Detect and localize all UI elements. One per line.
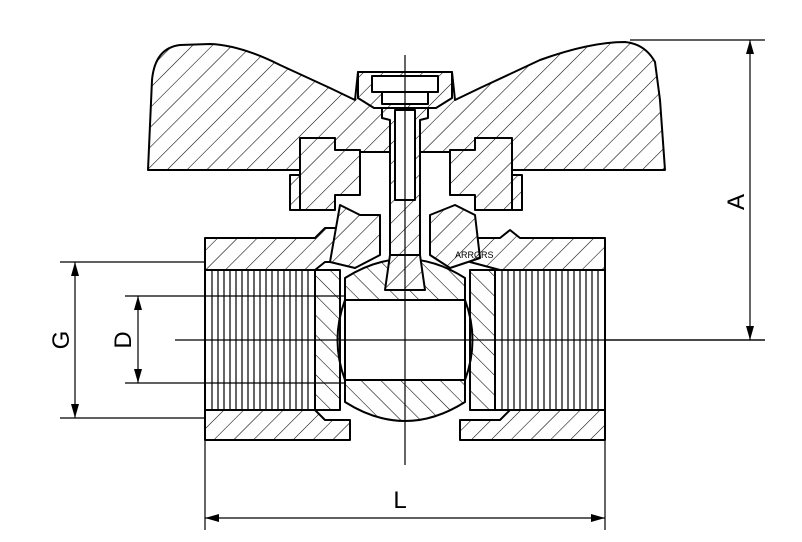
dimension-g-label: G [48, 331, 75, 350]
valve-body [204, 204, 606, 441]
dimension-d-label: D [110, 331, 137, 348]
dimension-g: G [48, 261, 205, 419]
valve-bonnet [289, 137, 523, 211]
dimension-l-label: L [393, 487, 406, 514]
dimension-d: D [110, 295, 345, 384]
dimension-l: L [204, 440, 606, 530]
ball-seats [314, 269, 496, 411]
body-marking: ARRORS [455, 250, 494, 260]
dimension-a: A [605, 39, 765, 341]
dimension-a-label: A [723, 194, 750, 210]
